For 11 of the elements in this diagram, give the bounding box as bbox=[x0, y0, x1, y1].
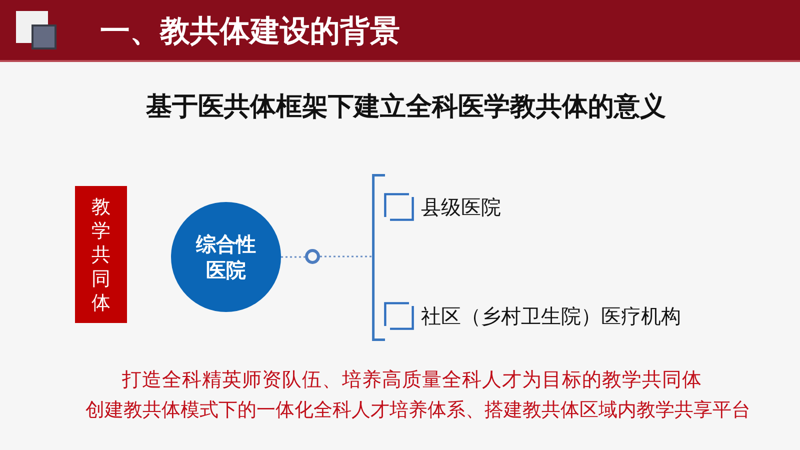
summary-text: 创建教共体模式下的一体化全科人才培养体系、搭建教共体区域内教学共享平台 bbox=[86, 398, 750, 423]
summary-text: 打造全科精英师资队伍、培养高质量全科人才为目标的教学共同体 bbox=[122, 367, 702, 393]
list-item-text: 县级医院 bbox=[421, 194, 501, 220]
vertical-label-box: 教学共同体 bbox=[75, 186, 127, 323]
list-item-text: 社区（乡村卫生院）医疗机构 bbox=[421, 303, 681, 329]
connector-line bbox=[320, 256, 372, 258]
hospital-circle: 综合性医院 bbox=[171, 202, 281, 312]
subtitle: 基于医共体框架下建立全科医学教共体的意义 bbox=[146, 91, 666, 124]
slide-title: 一、教共体建设的背景 bbox=[100, 13, 400, 51]
connector-line bbox=[281, 256, 305, 258]
ring-icon bbox=[305, 249, 320, 264]
